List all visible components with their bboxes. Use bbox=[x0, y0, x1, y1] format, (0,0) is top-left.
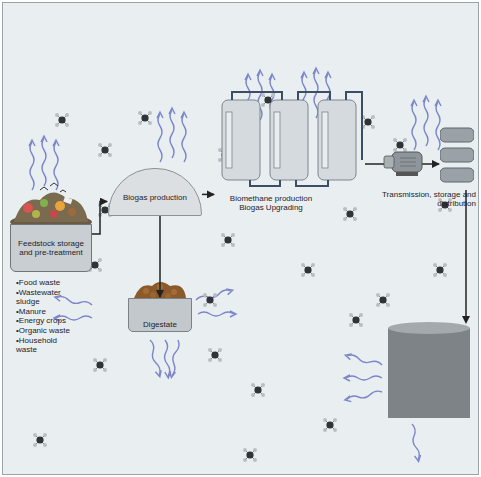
feedstock-item: •Energy crops bbox=[16, 316, 80, 326]
feedstock-bin: Feedstock storage and pre-treatment bbox=[10, 224, 92, 272]
feedstock-item: •Manure bbox=[16, 307, 80, 317]
node-label: Transmission, storage and distribution bbox=[346, 190, 476, 208]
node-label: Biogas production bbox=[123, 193, 187, 202]
flow-arrow bbox=[202, 194, 214, 196]
feedstock-item: •Household waste bbox=[16, 336, 80, 355]
feedstock-item: •Wastewater sludge bbox=[16, 288, 80, 307]
node-label: Biomethane production Biogas Upgrading bbox=[221, 194, 321, 212]
pipe-shapes bbox=[440, 124, 474, 186]
feedstock-item: •Food waste bbox=[16, 278, 80, 288]
pipeline-bundle: Transmission, storage and distribution bbox=[440, 124, 474, 186]
digestate-container: Digestate bbox=[128, 298, 192, 332]
upgrading-unit: Biomethane production Biogas Upgrading bbox=[215, 88, 365, 216]
flow-arrow bbox=[92, 202, 107, 234]
node-label: Feedstock storage and pre-treatment bbox=[14, 239, 88, 257]
flow-arrow bbox=[159, 216, 161, 297]
node-label: Digestate bbox=[143, 320, 177, 329]
feedstock-item: •Organic waste bbox=[16, 326, 80, 336]
